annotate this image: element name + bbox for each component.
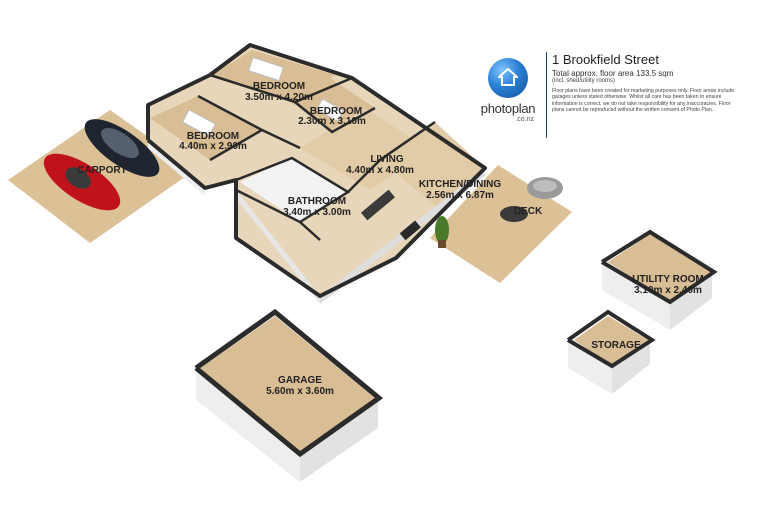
bathroom-size: 3.40m x 3.00m	[283, 207, 351, 218]
bathroom-floor	[240, 158, 348, 222]
deck-table	[500, 206, 528, 222]
bathroom-name: BATHROOM	[288, 196, 346, 207]
house-icon	[498, 67, 518, 86]
living-size: 4.40m x 4.80m	[346, 165, 414, 176]
garage-wall-face	[196, 368, 300, 482]
bedroom1-name: BEDROOM	[253, 81, 305, 92]
kitchen-island	[399, 220, 421, 241]
area-note: (incl. shed/utility rooms)	[552, 78, 616, 84]
utility-wall-face	[602, 262, 670, 330]
main-house	[146, 43, 487, 304]
logo-globe	[488, 58, 528, 98]
outer-walls	[146, 43, 487, 298]
bed2	[315, 98, 345, 122]
utility-walls	[600, 229, 718, 305]
bedroom1-size: 3.50m x 4.20m	[245, 92, 313, 103]
carport-name: CARPORT	[77, 165, 126, 176]
kitchen-bench	[360, 189, 396, 221]
brand-name: photoplan	[480, 101, 536, 116]
utility-room	[600, 229, 718, 330]
umbrella-icon	[527, 177, 563, 199]
garage-floor	[200, 316, 375, 452]
storage-wall-face-right	[612, 340, 650, 394]
plant-icon	[435, 216, 449, 248]
garage	[194, 308, 384, 482]
living-name: LIVING	[370, 154, 404, 165]
bedroom2-size: 2.30m x 3.10m	[298, 116, 366, 127]
utility-name: UTILITY ROOM	[632, 274, 703, 285]
storage-wall-face	[568, 340, 612, 394]
total-floor-area: Total approx. floor area 133.5 sqm	[552, 69, 674, 78]
bedroom3-size: 4.40m x 2.90m	[179, 141, 247, 152]
bedroom3-name: BEDROOM	[187, 131, 239, 142]
kitchen-name: KITCHEN/DINING	[419, 179, 501, 190]
info-panel: photoplan .co.nz 1 Brookfield Street Tot…	[476, 50, 746, 140]
storage-name: STORAGE	[591, 340, 641, 351]
deck-name: DECK	[514, 206, 543, 217]
utility-size: 3.10m x 2.40m	[634, 285, 702, 296]
garage-name: GARAGE	[278, 375, 322, 386]
bedroom2-name: BEDROOM	[310, 106, 362, 117]
brand-domain: .co.nz	[515, 116, 534, 123]
interior-walls	[197, 73, 436, 241]
kitchen-size: 2.56m x 6.87m	[426, 190, 494, 201]
wall-face-bottom	[236, 190, 320, 304]
utility-floor	[608, 234, 712, 302]
bed1	[247, 56, 285, 82]
suv-car	[84, 119, 160, 177]
garage-wall-face-right	[300, 398, 378, 482]
disclaimer: Floor plans have been created for market…	[552, 88, 735, 114]
garage-size: 5.60m x 3.60m	[266, 386, 334, 397]
divider	[546, 52, 547, 138]
storage-walls	[566, 309, 656, 369]
storage-floor	[574, 316, 648, 366]
property-address: 1 Brookfield Street	[552, 52, 659, 67]
red-car	[43, 153, 121, 211]
photoplan-logo: photoplan .co.nz	[476, 50, 540, 130]
garage-walls	[194, 308, 384, 458]
bed3	[181, 109, 217, 137]
storage-room	[566, 309, 656, 394]
kitchen-floor	[380, 122, 485, 210]
utility-wall-face-right	[670, 272, 712, 330]
